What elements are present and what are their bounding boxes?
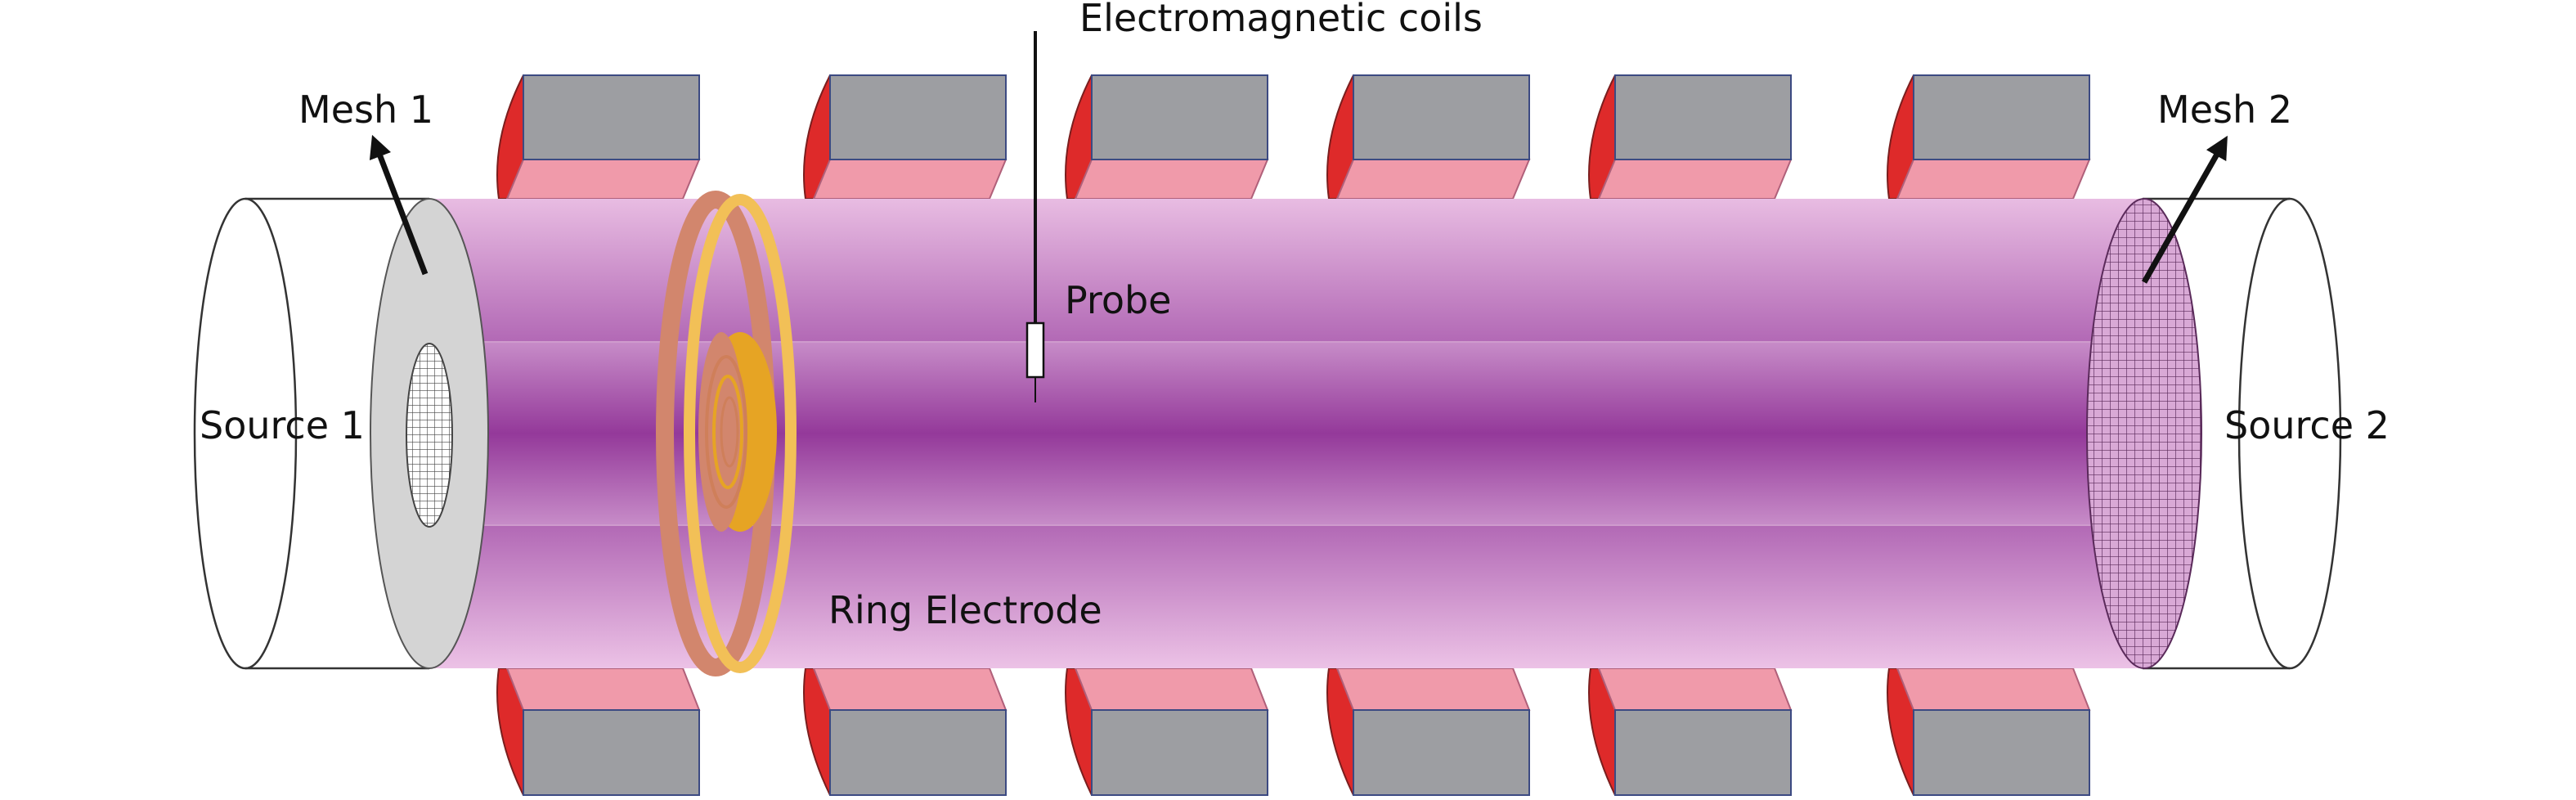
coil	[1887, 74, 2091, 796]
coil	[1326, 74, 1531, 796]
mesh2-disk	[2086, 198, 2202, 669]
electromagnetic-coils	[496, 74, 2091, 796]
mesh-grid-icon	[406, 343, 453, 528]
label-source2: Source 2	[2224, 403, 2390, 447]
source1-cylinder	[193, 197, 429, 670]
label-ring-electrode: Ring Electrode	[828, 588, 1102, 632]
probe	[1025, 31, 1045, 402]
label-source1: Source 1	[200, 403, 365, 447]
mesh1-disk	[370, 198, 489, 669]
coil	[1065, 74, 1269, 796]
ring-electrode	[656, 191, 797, 676]
coil	[496, 74, 701, 796]
arrow-up-icon	[2141, 135, 2228, 284]
source2-cylinder	[2143, 197, 2342, 670]
arrow-up-icon	[369, 134, 429, 276]
label-coils: Electromagnetic coils	[1079, 0, 1483, 40]
label-probe: Probe	[1065, 278, 1171, 322]
coil	[1588, 74, 1793, 796]
label-mesh1: Mesh 1	[298, 88, 433, 132]
label-mesh2: Mesh 2	[2157, 88, 2292, 132]
coil	[803, 74, 1008, 796]
